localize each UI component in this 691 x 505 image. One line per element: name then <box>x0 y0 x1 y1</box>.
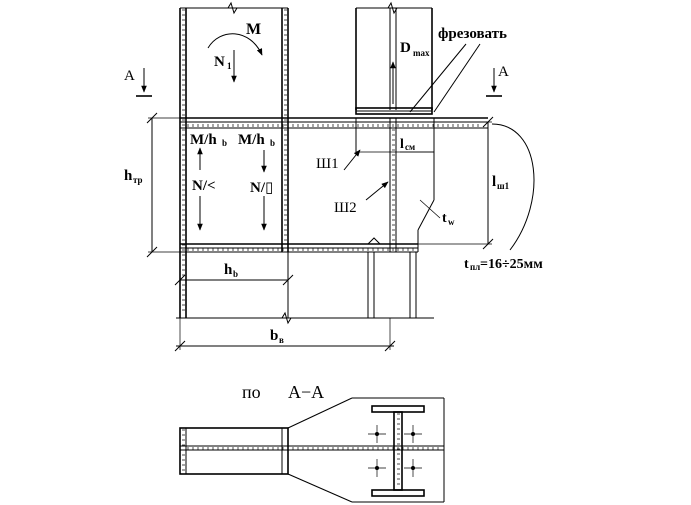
tpl-value: =16÷25мм <box>480 257 543 272</box>
dmax-label: D <box>400 40 411 56</box>
column-lower <box>176 237 434 325</box>
n1-sub: 1 <box>227 61 232 71</box>
dmax-sub: max <box>413 48 430 58</box>
tw-note: t w <box>419 199 455 227</box>
column-upper-left <box>179 1 289 311</box>
bv-label: b <box>270 328 278 344</box>
section-mark-left: A <box>124 68 152 97</box>
traverse <box>179 117 488 318</box>
htr-label: h <box>124 168 133 184</box>
moment-load: M N 1 <box>207 21 263 83</box>
dim-lsh1: l ш1 <box>418 116 535 251</box>
section-a-right: A <box>498 64 509 80</box>
lsm-sub: см <box>405 142 415 152</box>
dim-lsm: l см <box>400 137 434 153</box>
milling-note: фрезовать <box>409 26 507 113</box>
weld-ticks-traverse <box>187 124 479 251</box>
mhb-right-sub: b <box>270 138 275 148</box>
tpl-label: t <box>464 257 469 272</box>
milling-label: фрезовать <box>438 26 507 42</box>
moment-label: M <box>246 21 261 38</box>
bv-sub: в <box>279 335 284 345</box>
n1-label: N <box>214 54 225 70</box>
mhb-left-sub: b <box>222 138 227 148</box>
tpl-note: t пл =16÷25мм <box>464 257 543 272</box>
section-mark-right: A <box>486 64 509 97</box>
section-title-text: A−A <box>288 382 324 402</box>
section-title: по A−A <box>242 382 324 402</box>
weld-sh2: Ш2 <box>334 181 389 216</box>
htr-sub: тр <box>133 175 143 185</box>
tw-sub: w <box>448 217 455 227</box>
lsm-label: l <box>400 137 404 152</box>
mhb-right-label: M/h <box>238 132 265 148</box>
tw-label: t <box>442 211 447 226</box>
sh1-label: Ш1 <box>316 156 339 172</box>
section-a-left: A <box>124 68 135 84</box>
lsh1-label: l <box>492 174 496 190</box>
hb-label: h <box>224 262 233 278</box>
weld-ticks-column <box>182 9 287 311</box>
load-dmax: D max <box>390 40 430 104</box>
section-aa-plan <box>179 397 445 503</box>
traverse-forces: M/h b M/h b N/< N/▯ <box>190 132 275 231</box>
lsh1-sub: ш1 <box>497 181 510 191</box>
weld-ticks-section <box>182 413 439 485</box>
hb-sub: b <box>233 269 238 279</box>
n-right-label: N/▯ <box>250 180 273 196</box>
weld-sh1: Ш1 <box>316 149 361 172</box>
dim-hb: h b <box>174 262 294 286</box>
dim-bv: b в <box>174 318 396 352</box>
section-title-prefix: по <box>242 382 261 402</box>
sh2-label: Ш2 <box>334 200 357 216</box>
tpl-sub: пл <box>470 262 480 272</box>
mhb-left-label: M/h <box>190 132 217 148</box>
dim-htr: h тр <box>124 112 180 258</box>
crane-column-upper <box>355 1 433 115</box>
n-left-label: N/< <box>192 178 216 194</box>
